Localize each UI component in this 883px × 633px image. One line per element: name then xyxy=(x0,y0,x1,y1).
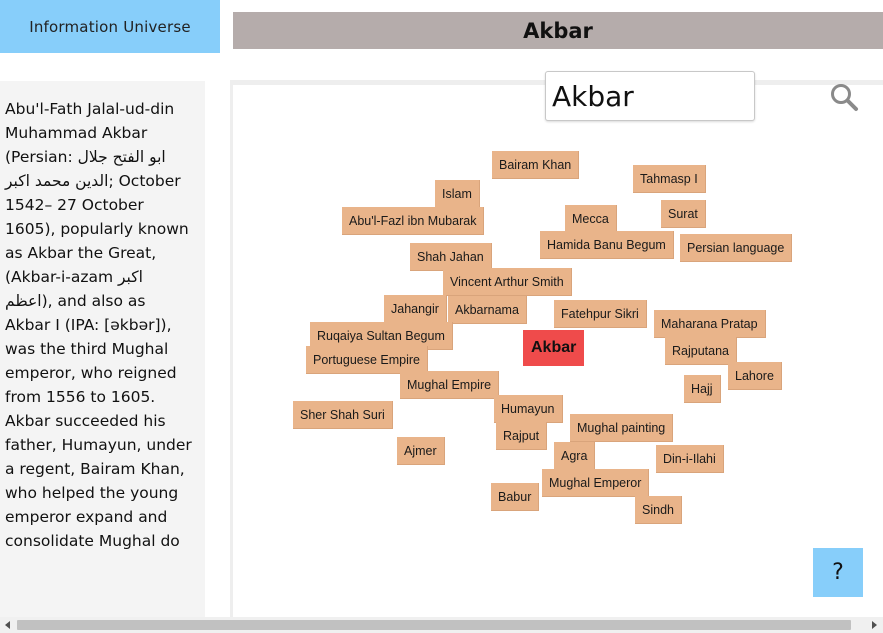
graph-node[interactable]: Sindh xyxy=(635,496,682,524)
horizontal-scrollbar[interactable] xyxy=(0,617,883,633)
page-title: Akbar xyxy=(233,12,883,49)
graph-node[interactable]: Fatehpur Sikri xyxy=(554,300,647,328)
graph-node[interactable]: Akbarnama xyxy=(448,296,527,324)
graph-node[interactable]: Abu'l-Fazl ibn Mubarak xyxy=(342,207,485,235)
scroll-right-icon[interactable] xyxy=(872,621,877,629)
graph-node[interactable]: Vincent Arthur Smith xyxy=(443,268,572,296)
graph-node[interactable]: Hamida Banu Begum xyxy=(540,231,674,259)
search-icon[interactable] xyxy=(829,82,859,112)
graph-node[interactable]: Surat xyxy=(661,200,706,228)
graph-node[interactable]: Rajput xyxy=(496,422,548,450)
brand-logo-text: Information Universe xyxy=(0,0,220,53)
description-panel: Abu'l-Fath Jalal-ud-din Muhammad Akbar (… xyxy=(0,81,205,617)
scroll-left-icon[interactable] xyxy=(5,621,10,629)
graph-node[interactable]: Ajmer xyxy=(397,437,445,465)
graph-node[interactable]: Bairam Khan xyxy=(492,151,580,179)
graph-node[interactable]: Jahangir xyxy=(384,295,447,323)
description-text: Abu'l-Fath Jalal-ud-din Muhammad Akbar (… xyxy=(5,100,192,550)
graph-node[interactable]: Mughal painting xyxy=(570,414,674,442)
graph-node[interactable]: Agra xyxy=(554,442,596,470)
graph-node[interactable]: Mecca xyxy=(565,205,617,233)
graph-node[interactable]: Portuguese Empire xyxy=(306,346,429,374)
graph-node[interactable]: Mughal Empire xyxy=(400,371,500,399)
help-button[interactable]: ? xyxy=(813,548,863,597)
graph-node[interactable]: Babur xyxy=(491,483,540,511)
graph-node[interactable]: Lahore xyxy=(728,362,782,390)
search-input[interactable] xyxy=(545,71,755,121)
graph-center-node[interactable]: Akbar xyxy=(523,330,585,366)
graph-node[interactable]: Humayun xyxy=(494,395,563,423)
graph-node[interactable]: Tahmasp I xyxy=(633,165,706,193)
graph-node[interactable]: Maharana Pratap xyxy=(654,310,766,338)
graph-node[interactable]: Sher Shah Suri xyxy=(293,401,393,429)
graph-node[interactable]: Islam xyxy=(435,180,480,208)
graph-node[interactable]: Din-i-Ilahi xyxy=(656,445,724,473)
graph-node[interactable]: Persian language xyxy=(680,234,793,262)
graph-node[interactable]: Shah Jahan xyxy=(410,243,492,271)
graph-node[interactable]: Rajputana xyxy=(665,337,737,365)
scrollbar-thumb[interactable] xyxy=(17,620,851,630)
graph-node[interactable]: Hajj xyxy=(684,375,721,403)
graph-node[interactable]: Mughal Emperor xyxy=(542,469,650,497)
